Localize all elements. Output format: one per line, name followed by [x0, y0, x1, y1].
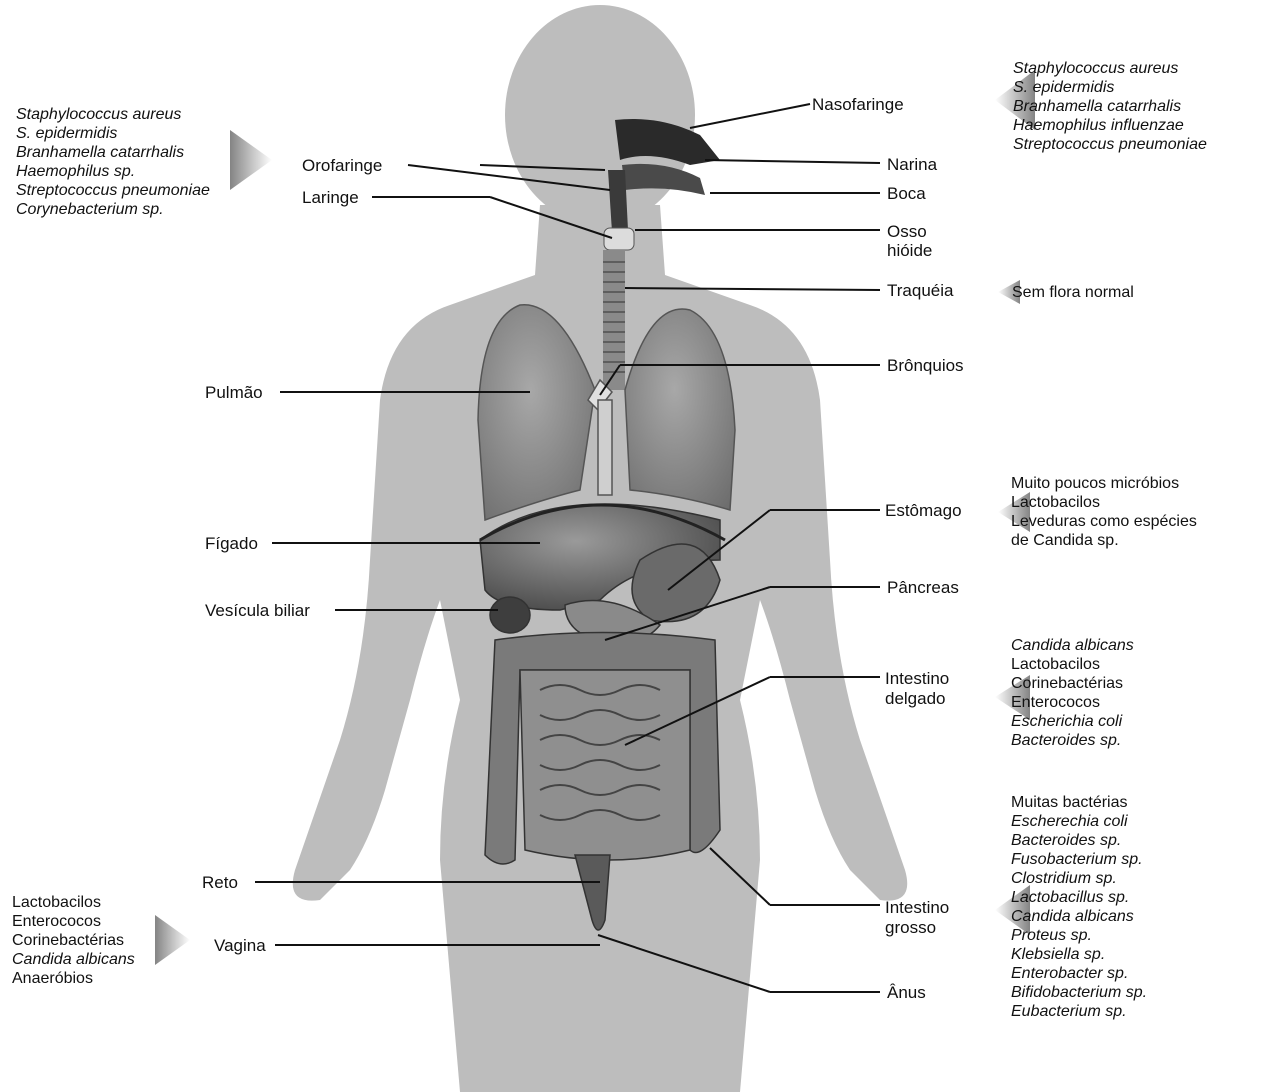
flora-item: Muitas bactérias: [1011, 793, 1147, 812]
flora-item: Enterococos: [12, 912, 135, 931]
flora-item: Escherichia coli: [1011, 712, 1134, 731]
flora-item: Corinebactérias: [12, 931, 135, 950]
label-intestino-delgado-line1: Intestino: [885, 669, 949, 688]
flora-item: Streptococcus pneumoniae: [1013, 135, 1207, 154]
flora-item: Proteus sp.: [1011, 926, 1147, 945]
label-pancreas: Pâncreas: [887, 578, 959, 597]
label-estomago: Estômago: [885, 501, 962, 520]
label-orofaringe: Orofaringe: [302, 156, 382, 175]
flora-item: Staphylococcus aureus: [16, 105, 210, 124]
label-vesicula-biliar: Vesícula biliar: [205, 601, 310, 620]
label-traqueia: Traquéia: [887, 281, 953, 300]
flora-item: Lactobacilos: [1011, 493, 1197, 512]
flora-item: Sem flora normal: [1012, 283, 1134, 302]
label-nasofaringe: Nasofaringe: [812, 95, 904, 114]
label-osso-hioide-line2: hióide: [887, 241, 932, 260]
flora-item: Bacteroides sp.: [1011, 731, 1134, 750]
flora-item: Haemophilus influenzae: [1013, 116, 1207, 135]
flora-item: S. epidermidis: [1013, 78, 1207, 97]
flora-item: Eubacterium sp.: [1011, 1002, 1147, 1021]
label-intestino-grosso-line2: grosso: [885, 918, 936, 937]
label-bronquios: Brônquios: [887, 356, 964, 375]
label-intestino-grosso-line1: Intestino: [885, 898, 949, 917]
flora-item: Bifidobacterium sp.: [1011, 983, 1147, 1002]
label-narina: Narina: [887, 155, 937, 174]
label-reto: Reto: [202, 873, 238, 892]
flora-item: Lactobacillus sp.: [1011, 888, 1147, 907]
flora-item: Leveduras como espécies: [1011, 512, 1197, 531]
flora-item: Corinebactérias: [1011, 674, 1134, 693]
label-anus: Ânus: [887, 983, 926, 1002]
flora-item: Candida albicans: [12, 950, 135, 969]
flora-item: Branhamella catarrhalis: [16, 143, 210, 162]
flora-item: Anaeróbios: [12, 969, 135, 988]
flora-item: Enterococos: [1011, 693, 1134, 712]
flora-item: Escherechia coli: [1011, 812, 1147, 831]
flora-item: Corynebacterium sp.: [16, 200, 210, 219]
flora-item: Candida albicans: [1011, 907, 1147, 926]
flora-item: Candida albicans: [1011, 636, 1134, 655]
flora-item: S. epidermidis: [16, 124, 210, 143]
flora-list-trachea: Sem flora normal: [1012, 283, 1134, 302]
flora-item: Lactobacilos: [1011, 655, 1134, 674]
flora-item: Lactobacilos: [12, 893, 135, 912]
label-figado: Fígado: [205, 534, 258, 553]
flora-item: Muito poucos micróbios: [1011, 474, 1197, 493]
flora-item: Staphylococcus aureus: [1013, 59, 1207, 78]
label-intestino-delgado-line2: delgado: [885, 689, 946, 708]
label-laringe: Laringe: [302, 188, 359, 207]
flora-item: Streptococcus pneumoniae: [16, 181, 210, 200]
flora-item: Enterobacter sp.: [1011, 964, 1147, 983]
flora-item: Branhamella catarrhalis: [1013, 97, 1207, 116]
label-pulmao: Pulmão: [205, 383, 263, 402]
flora-item: Fusobacterium sp.: [1011, 850, 1147, 869]
label-osso-hioide-line1: Osso: [887, 222, 927, 241]
flora-item: Bacteroides sp.: [1011, 831, 1147, 850]
label-boca: Boca: [887, 184, 926, 203]
flora-item: Klebsiella sp.: [1011, 945, 1147, 964]
flora-item: de Candida sp.: [1011, 531, 1197, 550]
flora-item: Haemophilus sp.: [16, 162, 210, 181]
label-vagina: Vagina: [214, 936, 266, 955]
flora-item: Clostridium sp.: [1011, 869, 1147, 888]
